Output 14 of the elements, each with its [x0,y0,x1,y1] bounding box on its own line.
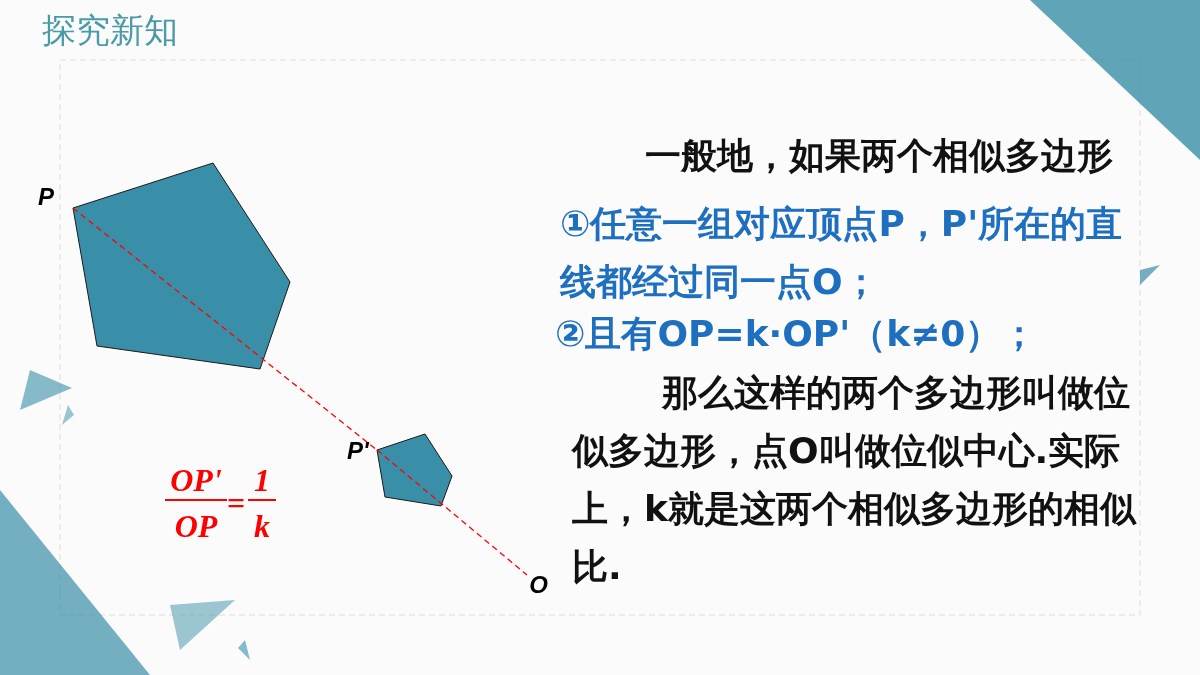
point-label: P' [347,438,377,464]
point-label: O [524,572,548,598]
formula-text: 1 [248,462,276,501]
formula-text: OP [173,508,219,545]
formula-text: OP' [165,462,227,501]
dashed-line [376,449,528,576]
point-label: P [36,185,75,209]
slide-title: 探究新知 [42,9,178,52]
text-paragraph: ①任意一组对应顶点P，P'所在的直线都经过同一点O； [560,202,1124,304]
text-line: 一般地，如果两个相似多边形 [645,134,1113,178]
formula-text: k [253,508,271,545]
text-line: ②且有OP=k·OP'（k≠0）； [555,312,1038,356]
formula-text: = [226,485,246,522]
text-paragraph: 那么这样的两个多边形叫做位似多边形，点O叫做位似中心.实际上，k就是这两个相似多边形的相似比. [572,371,1137,589]
